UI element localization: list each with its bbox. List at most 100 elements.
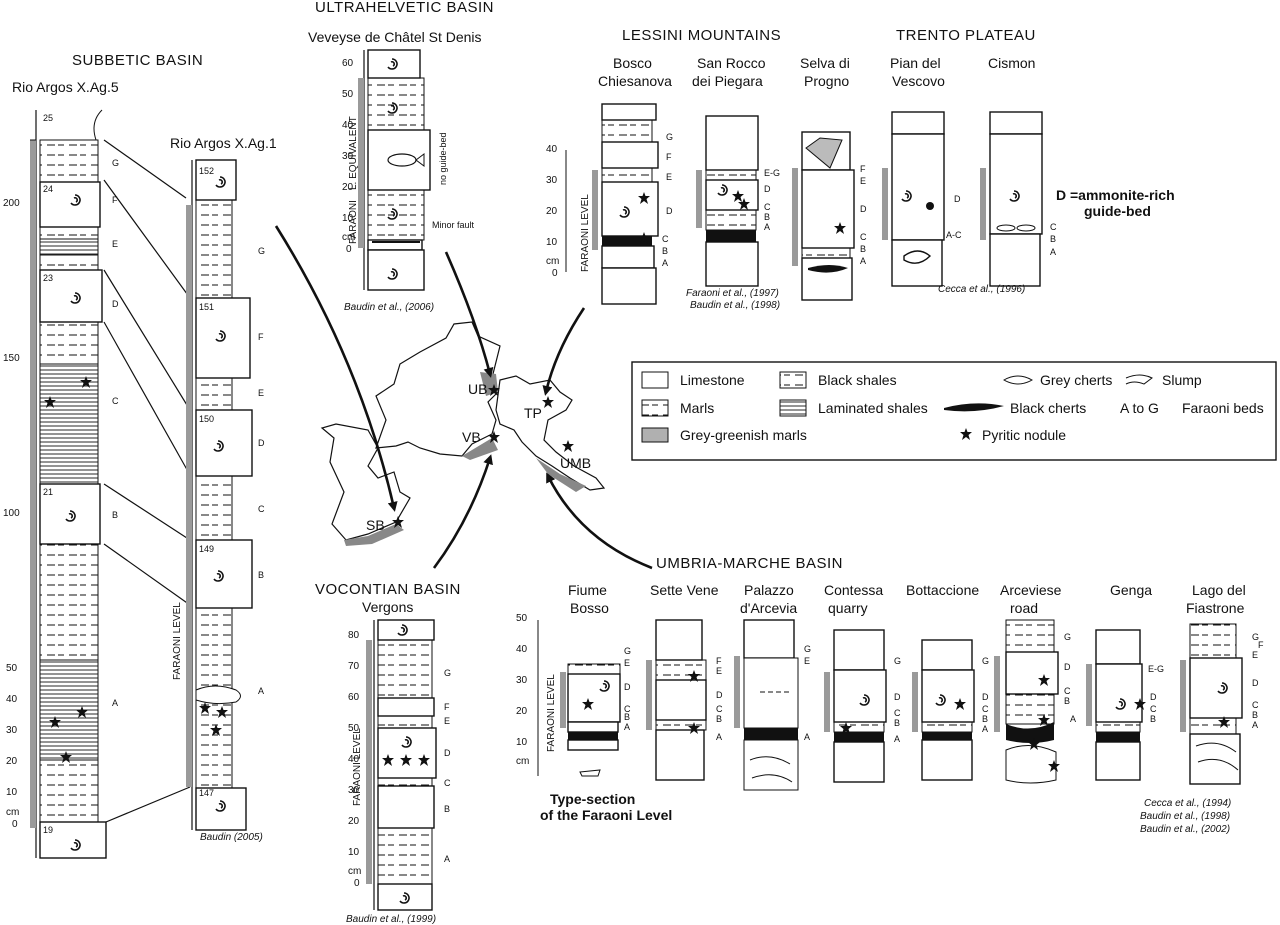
lessini-section-titles: Bosco Chiesanova San Rocco dei Piegara S… [598,55,850,89]
column-bosco [592,103,659,305]
bed-rio1-c: C [258,504,265,514]
tick-umbria-40: 40 [516,644,528,655]
bed-bottaccione-a: A [982,724,988,734]
title-trento: TRENTO PLATEAU [896,27,1036,44]
column-selva [792,131,855,301]
title-subbetic: SUBBETIC BASIN [72,52,203,69]
bed-bottaccione-c: C [982,704,989,714]
section-title-veveyse: Veveyse de Châtel St Denis [308,29,482,45]
section-title-genga: Genga [1110,582,1152,598]
bed-contessa-c: C [894,708,901,718]
tick-vergons-50: 50 [348,723,360,734]
bed-arceviese-c: C [1064,686,1071,696]
minor-fault-label: Minor fault [432,220,475,230]
bed-pian-ac: A-C [946,230,962,240]
bed-rio5-d: D [112,299,119,309]
column-pian [882,111,945,287]
tick-rio5-40: 40 [6,694,18,705]
tick-rio5-150: 150 [3,353,20,364]
faraoni-beds-sanrocco: E-G D C B A [764,168,780,232]
axis-unit-lessini: cm [546,256,559,267]
tick-veveyse-20: 20 [342,182,354,193]
bed-sanrocco-d: D [764,184,771,194]
ref-trento: Cecca et al., (1996) [938,284,1025,295]
section-title-sanrocco-2: dei Piegara [692,73,763,89]
axis-vergons: 0 10 20 30 40 50 60 70 80 cm [348,630,361,889]
tick-vergons-30: 30 [348,785,360,796]
tick-vergons-60: 60 [348,692,360,703]
faraoni-level-label-rio1: FARAONI LEVEL [172,602,183,680]
map-label-sb: SB [366,517,385,533]
tick-rio5-0: 0 [12,819,18,830]
tick-veveyse-10: 10 [342,213,354,224]
tick-rio5-20: 20 [6,756,18,767]
bed-selva-e: E [860,176,866,186]
bed-palazzo-e: E [804,656,810,666]
faraoni-beds-bottaccione: G D C B A [982,656,989,734]
faraoni-beds-arceviese: G D C B A [1064,632,1076,724]
bed-bottaccione-g: G [982,656,989,666]
legend-swatch-slump [1125,374,1153,385]
tick-vergons-70: 70 [348,661,360,672]
axis-veveyse: 0 10 20 30 40 50 60 cm [342,58,355,255]
axis-unit-veveyse: cm [342,232,355,243]
bed-bosco-f: F [666,152,672,162]
section-title-pian-1: Pian del [890,55,941,71]
title-ultrahelvetic: ULTRAHELVETIC BASIN [315,0,494,16]
faraoni-level-label-umbria: FARAONI LEVEL [546,674,557,752]
faraoni-beds-fiume: G E D C B A [624,646,631,732]
bed-settevene-f: F [716,656,722,666]
section-title-rio5: Rio Argos X.Ag.5 [12,79,119,95]
umbria-section-titles: Fiume Bosso Sette Vene Palazzo d'Arcevia… [568,582,1246,616]
section-title-sanrocco-1: San Rocco [697,55,766,71]
map-label-vb: VB [462,429,481,445]
no-guide-bed-label: no guide-bed [438,132,448,185]
axis-unit-umbria: cm [516,756,529,767]
bed-selva-d: D [860,204,867,214]
section-title-arceviese-1: Arceviese [1000,582,1062,598]
section-title-lago-1: Lago del [1192,582,1246,598]
section-title-arceviese-2: road [1010,600,1038,616]
bed-rio5-e: E [112,239,118,249]
faraoni-beds-settevene: F E D C B A [716,656,723,742]
legend-pyritic-nodule: Pyritic nodule [982,427,1066,443]
bed-fiume-b: B [624,712,630,722]
tick-lessini-30: 30 [546,175,558,186]
bednum-rio5-19: 19 [43,825,53,835]
bednum-rio1-150: 150 [199,414,214,424]
bed-arceviese-b: B [1064,696,1070,706]
map-arrows [274,225,653,570]
column-veveyse [358,49,431,291]
bed-fiume-g: G [624,646,631,656]
ref-lessini-a: Faraoni et al., (1997) [686,288,779,299]
bed-selva-f: F [860,164,866,174]
tick-vergons-10: 10 [348,847,360,858]
bed-rio5-b: B [112,510,118,520]
column-sanrocco [696,115,759,287]
bed-cismon-c: C [1050,222,1057,232]
column-settevene [646,619,707,781]
bed-lago-g: G [1252,632,1259,642]
legend-swatch-black-cherts [944,403,1004,412]
bed-settevene-e: E [716,666,722,676]
legend: Limestone Black shales Grey cherts Slump… [631,361,1277,461]
faraoni-beds-selva: F E D C B A [860,164,867,266]
faraoni-beds-lago: G F E D C B A [1252,632,1264,730]
faraoni-beds-rio1: G F E D C B A [258,246,265,696]
tick-rio5-50: 50 [6,663,18,674]
bed-genga-d: D [1150,692,1157,702]
bed-vergons-d: D [444,748,451,758]
bed-rio5-f: F [112,195,118,205]
trento-section-titles: Pian del Vescovo Cismon [890,55,1035,89]
legend-swatch-laminated-shales [779,399,807,417]
bed-cismon-b: B [1050,234,1056,244]
tick-rio5-200: 200 [3,198,20,209]
tick-rio5-100: 100 [3,508,20,519]
bed-contessa-a: A [894,734,900,744]
bed-vergons-a: A [444,854,450,864]
bed-bosco-a: A [662,258,668,268]
tick-lessini-10: 10 [546,237,558,248]
bed-settevene-d: D [716,690,723,700]
title-vocontian: VOCONTIAN BASIN [315,581,461,598]
